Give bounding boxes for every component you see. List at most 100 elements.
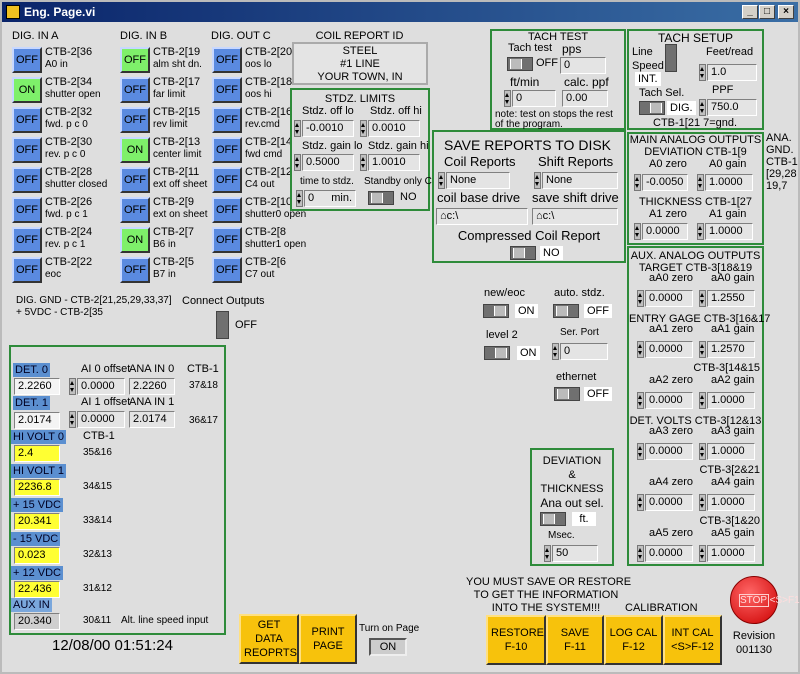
- ser-port-input[interactable]: 0: [560, 343, 608, 360]
- spinner-icon[interactable]: [699, 392, 706, 409]
- coil-base-drive-input[interactable]: ⌂c:\: [436, 208, 528, 225]
- dig-out-c-toggle[interactable]: OFF: [212, 227, 242, 253]
- dig-out-c-toggle[interactable]: OFF: [212, 137, 242, 163]
- spinner-icon[interactable]: [544, 545, 551, 562]
- ana-out-sel-switch[interactable]: [540, 512, 566, 526]
- spinner-icon[interactable]: [699, 341, 706, 358]
- standby-only-switch[interactable]: [368, 191, 394, 205]
- dig-in-b-toggle[interactable]: ON: [120, 227, 150, 253]
- dig-in-b-toggle[interactable]: OFF: [120, 197, 150, 223]
- new-eoc-switch[interactable]: [483, 304, 509, 318]
- get-data-reports-button[interactable]: GET DATA REOPRTS: [239, 614, 299, 664]
- msec-input[interactable]: 50: [552, 545, 598, 562]
- aux-zero-input[interactable]: 0.0000: [645, 392, 693, 409]
- compressed-switch[interactable]: [510, 246, 536, 260]
- aux-zero-input[interactable]: 0.0000: [645, 341, 693, 358]
- spinner-icon[interactable]: [697, 174, 704, 191]
- spinner-icon[interactable]: [637, 494, 644, 511]
- dig-out-c-toggle[interactable]: OFF: [212, 197, 242, 223]
- ethernet-switch[interactable]: [554, 387, 580, 401]
- stdz-gain-lo-input[interactable]: 0.5000: [302, 154, 354, 171]
- aux-gain-input[interactable]: 1.0000: [707, 545, 755, 562]
- spinner-icon[interactable]: [504, 90, 511, 107]
- spinner-icon[interactable]: [699, 99, 706, 116]
- a0-gain-input[interactable]: 1.0000: [705, 174, 753, 191]
- spinner-icon[interactable]: [69, 411, 76, 428]
- dig-in-a-toggle[interactable]: OFF: [12, 197, 42, 223]
- dig-in-a-toggle[interactable]: OFF: [12, 107, 42, 133]
- spinner-icon[interactable]: [637, 545, 644, 562]
- ai-1-offset-input[interactable]: 0.0000: [77, 411, 125, 428]
- spinner-icon[interactable]: [699, 545, 706, 562]
- dig-out-c-toggle[interactable]: OFF: [212, 77, 242, 103]
- save-button[interactable]: SAVE F-11: [546, 615, 604, 665]
- spinner-icon[interactable]: [699, 443, 706, 460]
- save-shift-drive-input[interactable]: ⌂c:\: [532, 208, 618, 225]
- spinner-icon[interactable]: [360, 120, 367, 137]
- dig-in-a-toggle[interactable]: OFF: [12, 137, 42, 163]
- turn-on-page-button[interactable]: ON: [369, 638, 407, 656]
- spinner-icon[interactable]: [69, 378, 76, 395]
- spinner-icon[interactable]: [699, 290, 706, 307]
- int-cal-button[interactable]: INT CAL <S>F-12: [663, 615, 722, 665]
- ai-0-offset-input[interactable]: 0.0000: [77, 378, 125, 395]
- a1-gain-input[interactable]: 1.0000: [705, 223, 753, 240]
- dig-in-a-toggle[interactable]: OFF: [12, 47, 42, 73]
- a1-zero-input[interactable]: 0.0000: [642, 223, 688, 240]
- maximize-button[interactable]: □: [759, 5, 775, 19]
- spinner-icon[interactable]: [360, 154, 367, 171]
- dig-in-b-toggle[interactable]: OFF: [120, 47, 150, 73]
- spinner-icon[interactable]: [634, 174, 641, 191]
- aux-gain-input[interactable]: 1.2550: [707, 290, 755, 307]
- spinner-icon[interactable]: [637, 290, 644, 307]
- dig-in-b-toggle[interactable]: ON: [120, 137, 150, 163]
- aux-gain-input[interactable]: 1.0000: [707, 494, 755, 511]
- restore-button[interactable]: RESTORE F-10: [486, 615, 546, 665]
- dig-out-c-toggle[interactable]: OFF: [212, 167, 242, 193]
- spinner-icon[interactable]: [699, 64, 706, 81]
- spinner-icon[interactable]: [637, 392, 644, 409]
- spinner-icon[interactable]: [699, 494, 706, 511]
- connect-outputs-switch[interactable]: [216, 311, 229, 339]
- dig-out-c-toggle[interactable]: OFF: [212, 257, 242, 283]
- auto-stdz-switch[interactable]: [553, 304, 579, 318]
- ppf-input[interactable]: 750.0: [707, 99, 757, 116]
- shift-reports-select[interactable]: None: [542, 172, 618, 189]
- dig-in-a-toggle[interactable]: OFF: [12, 257, 42, 283]
- ft-min-input[interactable]: 0: [512, 90, 556, 107]
- stdz-gain-hi-input[interactable]: 1.0010: [368, 154, 420, 171]
- minimize-button[interactable]: _: [742, 5, 758, 19]
- dig-in-b-toggle[interactable]: OFF: [120, 167, 150, 193]
- stop-button[interactable]: STOP <S>F1: [730, 576, 800, 624]
- tach-sel-switch[interactable]: [639, 101, 665, 115]
- tach-test-switch[interactable]: [507, 57, 533, 71]
- dig-in-a-toggle[interactable]: ON: [12, 77, 42, 103]
- spinner-icon[interactable]: [438, 172, 445, 189]
- dig-out-c-toggle[interactable]: OFF: [212, 107, 242, 133]
- spinner-icon[interactable]: [294, 154, 301, 171]
- spinner-icon[interactable]: [534, 172, 541, 189]
- coil-reports-select[interactable]: None: [446, 172, 510, 189]
- close-button[interactable]: ×: [778, 5, 794, 19]
- stdz-off-hi-input[interactable]: 0.0010: [368, 120, 420, 137]
- aux-gain-input[interactable]: 1.0000: [707, 392, 755, 409]
- level-2-switch[interactable]: [484, 346, 510, 360]
- aux-zero-input[interactable]: 0.0000: [645, 443, 693, 460]
- spinner-icon[interactable]: [637, 443, 644, 460]
- dig-in-b-toggle[interactable]: OFF: [120, 257, 150, 283]
- aux-gain-input[interactable]: 1.2570: [707, 341, 755, 358]
- dig-in-a-toggle[interactable]: OFF: [12, 167, 42, 193]
- aux-zero-input[interactable]: 0.0000: [645, 290, 693, 307]
- spinner-icon[interactable]: [552, 343, 559, 360]
- line-speed-switch[interactable]: [665, 44, 677, 72]
- aux-gain-input[interactable]: 1.0000: [707, 443, 755, 460]
- spinner-icon[interactable]: [637, 341, 644, 358]
- dig-in-b-toggle[interactable]: OFF: [120, 77, 150, 103]
- spinner-icon[interactable]: [294, 120, 301, 137]
- feet-read-input[interactable]: 1.0: [707, 64, 757, 81]
- spinner-icon[interactable]: [634, 223, 641, 240]
- spinner-icon[interactable]: [697, 223, 704, 240]
- dig-in-a-toggle[interactable]: OFF: [12, 227, 42, 253]
- dig-in-b-toggle[interactable]: OFF: [120, 107, 150, 133]
